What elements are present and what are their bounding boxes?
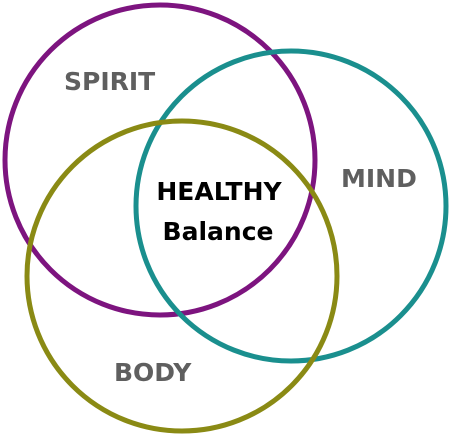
center-label-line1: HEALTHY xyxy=(156,177,282,206)
spirit-label: SPIRIT xyxy=(64,67,155,96)
body-label: BODY xyxy=(114,358,192,387)
body-circle xyxy=(24,118,340,434)
spirit-circle xyxy=(2,2,318,318)
mind-label: MIND xyxy=(341,164,417,193)
mind-circle xyxy=(133,48,449,364)
center-label-line2: Balance xyxy=(163,217,274,246)
